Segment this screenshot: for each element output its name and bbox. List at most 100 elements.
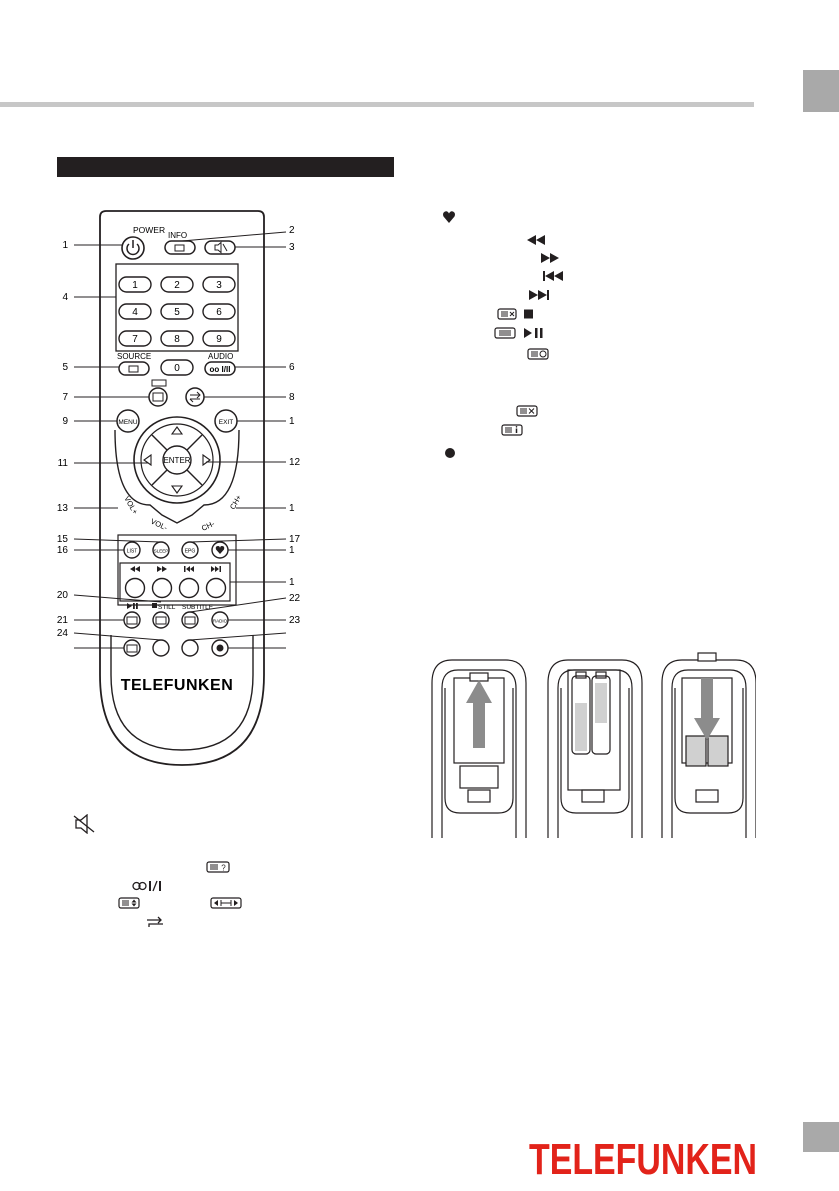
callout-number: 1 bbox=[289, 545, 295, 556]
slide-up-arrow-icon bbox=[466, 680, 492, 748]
next-track-icon bbox=[529, 290, 549, 300]
callout-number: 16 bbox=[57, 545, 69, 556]
mute-icon bbox=[214, 241, 228, 254]
timer-icon bbox=[527, 348, 549, 360]
zoom-icon bbox=[118, 897, 140, 909]
recall-icon bbox=[147, 916, 163, 927]
audio-label: AUDIO bbox=[208, 352, 233, 361]
previous-button[interactable] bbox=[178, 577, 200, 599]
down-arrow-button[interactable] bbox=[170, 485, 184, 494]
svg-text:TELEFUNKEN: TELEFUNKEN bbox=[529, 1135, 757, 1182]
fast-forward-button[interactable] bbox=[151, 577, 173, 599]
audio-mode-icon: oo I/II bbox=[210, 365, 231, 374]
function-button-b[interactable] bbox=[181, 639, 199, 657]
play-pause-icon bbox=[494, 327, 543, 339]
sleep-label: SLEEP bbox=[154, 549, 169, 554]
next-track-icon bbox=[211, 566, 221, 572]
aspect-icon bbox=[151, 379, 167, 387]
cancel-icon bbox=[516, 405, 538, 417]
digit-label: 3 bbox=[216, 280, 222, 291]
info-label: INFO bbox=[168, 231, 187, 240]
radio-label: RADIO bbox=[213, 619, 228, 624]
remote-brand-label: TELEFUNKEN bbox=[121, 677, 234, 694]
recall-button[interactable] bbox=[185, 387, 205, 407]
digit-button-1[interactable] bbox=[118, 276, 152, 293]
still-button[interactable] bbox=[152, 611, 170, 629]
number-pad-frame bbox=[115, 263, 239, 352]
page-corner-tab bbox=[803, 70, 839, 112]
callout-number: 6 bbox=[289, 362, 295, 373]
source-label: SOURCE bbox=[117, 352, 151, 361]
digit-label: 7 bbox=[132, 334, 138, 345]
up-arrow-button[interactable] bbox=[170, 426, 184, 435]
digit-label: 6 bbox=[216, 307, 222, 318]
subtitle-label: SUBTITLE bbox=[182, 604, 214, 611]
digit-label: 1 bbox=[132, 280, 138, 291]
number-pad: 1 2 3 4 5 6 7 8 9 bbox=[118, 276, 236, 347]
callout-number: 12 bbox=[289, 457, 301, 468]
help-icon: ? bbox=[206, 861, 230, 873]
callout-number: 1 bbox=[289, 416, 295, 427]
callout-number: 24 bbox=[57, 628, 69, 639]
callout-number: 13 bbox=[57, 503, 69, 514]
heart-icon bbox=[443, 211, 455, 223]
digit-label: 0 bbox=[174, 363, 180, 374]
digit-button-6[interactable] bbox=[202, 303, 236, 320]
stop-icon bbox=[497, 308, 533, 320]
digit-button-4[interactable] bbox=[118, 303, 152, 320]
enter-button[interactable] bbox=[162, 445, 192, 475]
info-icon bbox=[501, 424, 523, 436]
callout-number: 11 bbox=[58, 458, 69, 469]
digit-button-2[interactable] bbox=[160, 276, 194, 293]
fast-forward-icon bbox=[157, 566, 167, 572]
battery-installation-diagram bbox=[431, 652, 756, 838]
header-rule bbox=[0, 102, 754, 107]
page-number-tab bbox=[803, 1122, 839, 1152]
menu-label: MENU bbox=[118, 419, 137, 426]
recall-icon bbox=[189, 391, 201, 403]
function-button-a[interactable] bbox=[152, 639, 170, 657]
audio-mode-icon bbox=[132, 880, 161, 892]
info-text-button[interactable] bbox=[123, 639, 141, 657]
callout-number: 23 bbox=[289, 615, 301, 626]
digit-button-7[interactable] bbox=[118, 330, 152, 347]
section-heading-bar bbox=[57, 157, 394, 177]
list-label: LIST bbox=[127, 549, 138, 555]
telefunken-logo: TELEFUNKEN bbox=[529, 1135, 757, 1182]
callout-number: 5 bbox=[62, 362, 68, 373]
play-pause-icon bbox=[127, 603, 132, 609]
power-icon bbox=[126, 240, 140, 256]
fast-forward-icon bbox=[541, 253, 559, 263]
digit-button-5[interactable] bbox=[160, 303, 194, 320]
digit-button-0[interactable] bbox=[160, 359, 194, 376]
zoom-icon bbox=[152, 392, 164, 402]
info-button[interactable] bbox=[164, 240, 196, 255]
callout-number: 1 bbox=[62, 240, 68, 251]
mute-icon bbox=[73, 814, 95, 834]
subtitle-button[interactable] bbox=[181, 611, 199, 629]
digit-button-9[interactable] bbox=[202, 330, 236, 347]
digit-button-3[interactable] bbox=[202, 276, 236, 293]
rewind-icon bbox=[527, 235, 545, 245]
callout-number: 17 bbox=[289, 534, 301, 545]
stop-icon bbox=[152, 603, 157, 608]
callout-number: 8 bbox=[289, 392, 295, 403]
svg-text:?: ? bbox=[221, 864, 226, 873]
enter-label: ENTER bbox=[163, 456, 190, 465]
next-button[interactable] bbox=[205, 577, 227, 599]
callout-number: 15 bbox=[57, 534, 69, 545]
source-icon bbox=[128, 365, 139, 373]
volume-channel-arc bbox=[114, 429, 240, 524]
previous-track-icon bbox=[184, 566, 194, 572]
digit-button-8[interactable] bbox=[160, 330, 194, 347]
zoom-button[interactable] bbox=[148, 387, 168, 407]
slide-down-arrow-icon bbox=[694, 678, 720, 740]
epg-label: EPG bbox=[185, 549, 196, 555]
audio-button[interactable] bbox=[204, 361, 236, 376]
source-button[interactable] bbox=[118, 361, 150, 376]
play-pause-button[interactable] bbox=[123, 611, 141, 629]
aspect-icon bbox=[210, 897, 242, 909]
record-icon bbox=[216, 644, 224, 652]
remote-control-diagram: POWER INFO 1 2 3 4 5 6 7 8 9 SOURCE 0 bbox=[57, 210, 301, 766]
rewind-button[interactable] bbox=[124, 577, 146, 599]
